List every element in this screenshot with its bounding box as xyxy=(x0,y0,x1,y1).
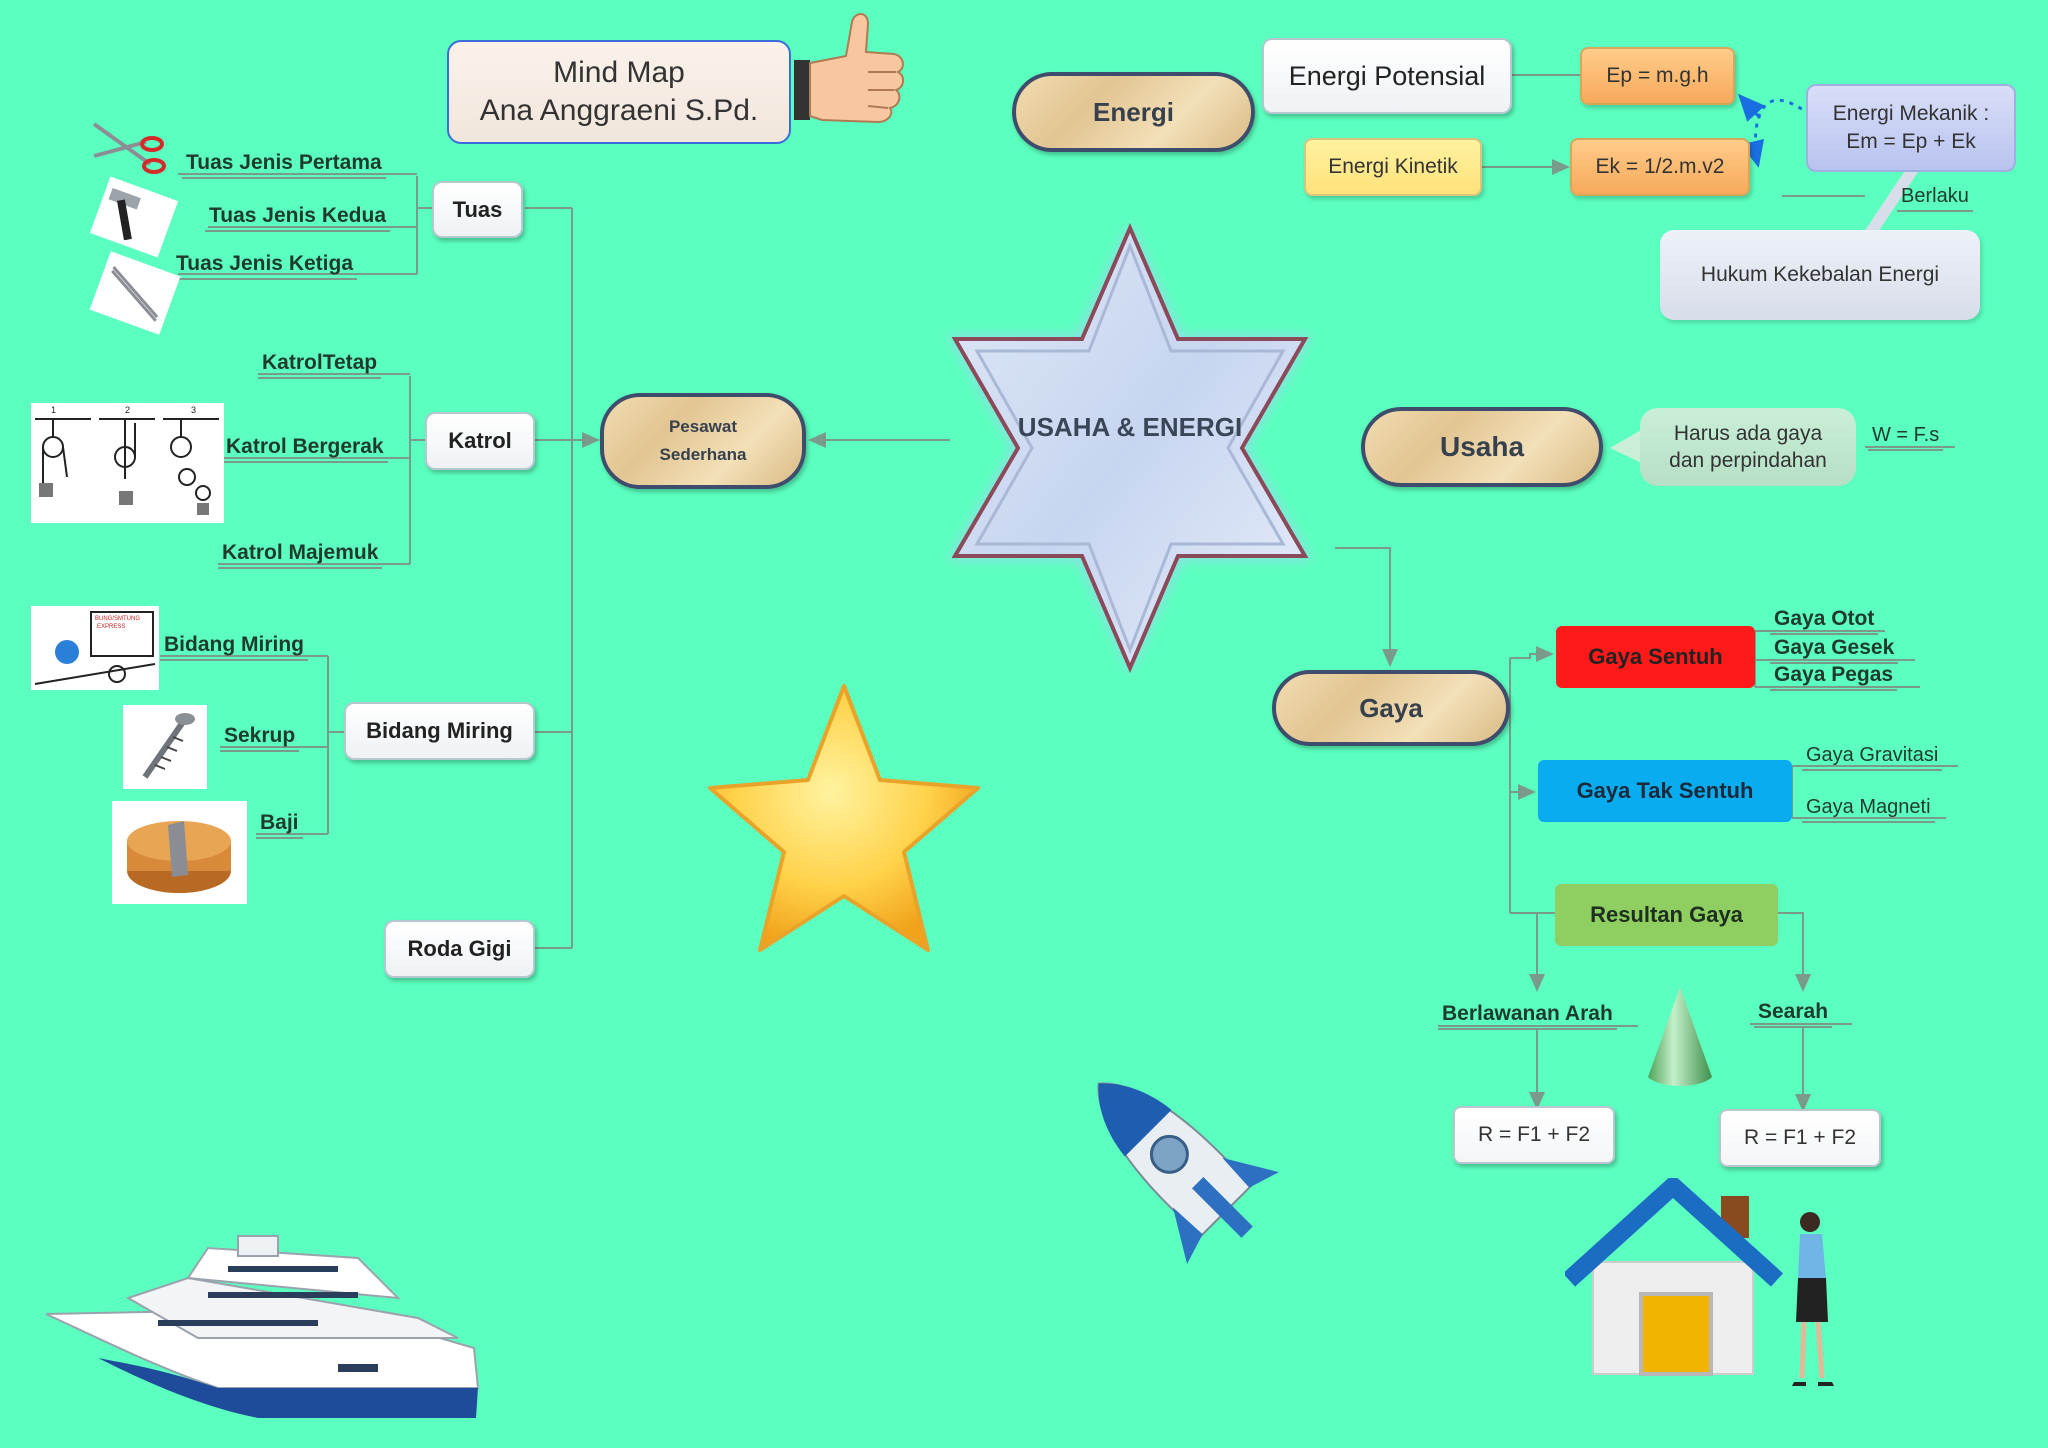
thumbs-up-icon xyxy=(794,13,904,124)
wedge-icon xyxy=(112,801,247,904)
pulley-diagram-icon: 1 2 3 xyxy=(31,403,224,523)
pesawat-label-2: Sederhana xyxy=(659,445,747,464)
roda-gigi-label: Roda Gigi xyxy=(407,936,512,961)
searah-label[interactable]: Searah xyxy=(1754,1000,1833,1028)
usaha-description-node[interactable]: Harus ada gaya dan perpindahan xyxy=(1640,408,1856,486)
pulley-number-3: 3 xyxy=(191,405,196,415)
callout-pointer-usaha xyxy=(1610,426,1648,466)
usaha-label: Usaha xyxy=(1439,431,1525,462)
gaya-label: Gaya xyxy=(1359,692,1423,723)
pulley-number-1: 1 xyxy=(51,405,56,415)
gaya-pegas[interactable]: Gaya Pegas xyxy=(1770,663,1898,691)
formula-searah[interactable]: R = F1 + F2 xyxy=(1719,1109,1881,1167)
katrol-tetap[interactable]: KatrolTetap xyxy=(258,351,382,379)
sekrup-item[interactable]: Sekrup xyxy=(220,724,300,752)
ship-icon xyxy=(45,1235,480,1418)
energi-node[interactable]: Energi xyxy=(1012,72,1255,152)
energi-kinetik-label: Energi Kinetik xyxy=(1328,155,1458,178)
star-icon xyxy=(708,684,980,952)
katrol-majemuk[interactable]: Katrol Majemuk xyxy=(218,541,383,569)
tuas-node[interactable]: Tuas xyxy=(432,181,523,238)
gaya-node[interactable]: Gaya xyxy=(1272,670,1510,746)
ek-formula-node[interactable]: Ek = 1/2.m.v2 xyxy=(1570,138,1750,196)
katrol-node[interactable]: Katrol xyxy=(425,412,535,470)
cart-ramp-icon: BUNG/SMTUNG EXPRESS xyxy=(31,606,159,690)
ep-formula-label: Ep = m.g.h xyxy=(1606,64,1709,87)
energi-mekanik-node[interactable]: Energi Mekanik : Em = Ep + Ek xyxy=(1806,84,2016,172)
resultan-gaya-label: Resultan Gaya xyxy=(1590,902,1743,927)
energi-mekanik-line-1: Energi Mekanik : xyxy=(1832,102,1990,125)
woman-icon xyxy=(1792,1212,1834,1386)
hammer-icon xyxy=(89,176,179,258)
pesawat-sederhana-node[interactable]: Pesawat Sederhana xyxy=(600,393,806,489)
gaya-sentuh-label: Gaya Sentuh xyxy=(1588,644,1723,669)
baji-item[interactable]: Baji xyxy=(256,811,303,839)
katrol-label: Katrol xyxy=(448,428,512,453)
usaha-node[interactable]: Usaha xyxy=(1361,407,1603,487)
resultan-gaya-node[interactable]: Resultan Gaya xyxy=(1555,884,1778,946)
bidang-miring-label: Bidang Miring xyxy=(366,718,513,743)
bidang-miring-item[interactable]: Bidang Miring xyxy=(160,633,308,661)
cart-text-1: BUNG/SMTUNG xyxy=(95,616,140,622)
bidang-miring-node[interactable]: Bidang Miring xyxy=(344,702,535,760)
tuas-jenis-pertama[interactable]: Tuas Jenis Pertama xyxy=(182,151,386,179)
tweezers-icon xyxy=(89,251,181,335)
center-star: USAHA & ENERGI xyxy=(948,222,1312,674)
title-line-1: Mind Map xyxy=(553,56,685,89)
scissors-icon xyxy=(92,122,166,174)
gaya-otot[interactable]: Gaya Otot xyxy=(1770,607,1879,635)
tuas-jenis-ketiga[interactable]: Tuas Jenis Ketiga xyxy=(172,252,358,280)
formula-berlawanan[interactable]: R = F1 + F2 xyxy=(1453,1106,1615,1164)
center-label: USAHA & ENERGI xyxy=(1018,412,1242,442)
energi-potensial-label: Energi Potensial xyxy=(1288,60,1486,91)
energi-kinetik-node[interactable]: Energi Kinetik xyxy=(1304,138,1482,196)
usaha-formula: W = F.s xyxy=(1868,424,1944,451)
usaha-desc-line-2: dan perpindahan xyxy=(1669,449,1827,472)
formula-searah-label: R = F1 + F2 xyxy=(1743,1126,1857,1149)
ek-formula-label: Ek = 1/2.m.v2 xyxy=(1595,155,1725,178)
berlawanan-arah-label[interactable]: Berlawanan Arah xyxy=(1438,1002,1617,1030)
cone-icon xyxy=(1648,987,1712,1086)
gaya-tak-sentuh-node[interactable]: Gaya Tak Sentuh xyxy=(1538,760,1792,822)
hukum-label: Hukum Kekebalan Energi xyxy=(1700,263,1940,286)
katrol-bergerak[interactable]: Katrol Bergerak xyxy=(222,435,388,463)
rocket-icon xyxy=(1097,1082,1279,1264)
title-line-2: Ana Anggraeni S.Pd. xyxy=(479,94,759,127)
house-icon xyxy=(1565,1178,1784,1376)
pulley-number-2: 2 xyxy=(125,405,130,415)
gaya-tak-sentuh-label: Gaya Tak Sentuh xyxy=(1576,778,1754,803)
mind-map-title-box: Mind Map Ana Anggraeni S.Pd. xyxy=(447,40,791,144)
formula-berlawanan-label: R = F1 + F2 xyxy=(1477,1123,1591,1146)
gaya-gesek[interactable]: Gaya Gesek xyxy=(1770,636,1899,664)
pesawat-label-1: Pesawat xyxy=(668,417,738,436)
callout-pointer xyxy=(1864,172,1918,232)
tuas-jenis-kedua[interactable]: Tuas Jenis Kedua xyxy=(205,204,391,232)
tuas-label: Tuas xyxy=(452,196,503,222)
screw-icon xyxy=(123,705,207,789)
roda-gigi-node[interactable]: Roda Gigi xyxy=(384,920,535,978)
cart-text-2: EXPRESS xyxy=(97,624,125,630)
gaya-gravitasi[interactable]: Gaya Gravitasi xyxy=(1802,744,1943,771)
energi-mekanik-line-2: Em = Ep + Ek xyxy=(1846,130,1976,153)
hukum-kekebalan-energi-node[interactable]: Hukum Kekebalan Energi xyxy=(1660,230,1980,320)
gaya-sentuh-node[interactable]: Gaya Sentuh xyxy=(1556,626,1755,688)
usaha-desc-line-1: Harus ada gaya xyxy=(1673,422,1823,445)
gaya-magneti[interactable]: Gaya Magneti xyxy=(1802,796,1935,823)
ep-formula-node[interactable]: Ep = m.g.h xyxy=(1580,47,1735,105)
energi-potensial-node[interactable]: Energi Potensial xyxy=(1262,38,1512,114)
energi-label: Energi xyxy=(1093,96,1174,127)
berlaku-label: Berlaku xyxy=(1897,185,1973,212)
